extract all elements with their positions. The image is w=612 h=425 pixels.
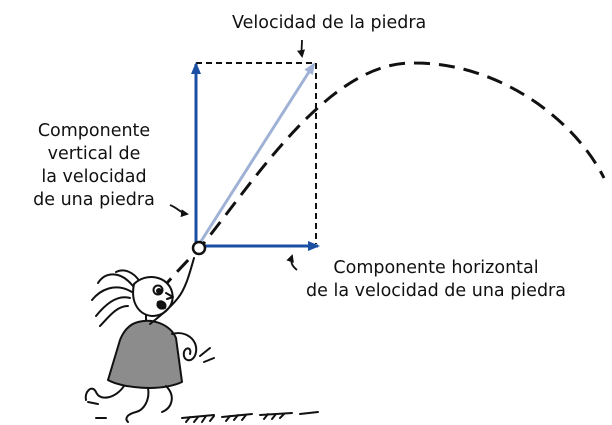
horizontal-component-label: Componente horizontal de la velocidad de…	[276, 257, 596, 303]
vertical-label-pointer	[169, 204, 189, 218]
horizontal-label-pointer	[286, 254, 298, 271]
horizontal-label-line-1: Componente horizontal	[333, 258, 539, 278]
vertical-label-line-4: de una piedra	[33, 190, 155, 210]
resultant-velocity-arrow	[196, 62, 316, 247]
horizontal-label-line-2: de la velocidad de una piedra	[306, 281, 566, 301]
trajectory-curve	[143, 61, 606, 311]
ground-line	[181, 411, 319, 423]
vertical-label-line-1: Componente	[37, 121, 151, 141]
velocity-label: Velocidad de la piedra	[232, 12, 426, 35]
velocity-label-text: Velocidad de la piedra	[232, 13, 427, 33]
vertical-label-line-2: vertical de	[47, 144, 141, 164]
girl-throwing-stone-icon	[84, 257, 215, 423]
stone-icon	[191, 240, 207, 256]
vertical-label-line-3: la velocidad	[41, 167, 147, 187]
vertical-component-label: Componente vertical de la velocidad de u…	[10, 120, 178, 212]
